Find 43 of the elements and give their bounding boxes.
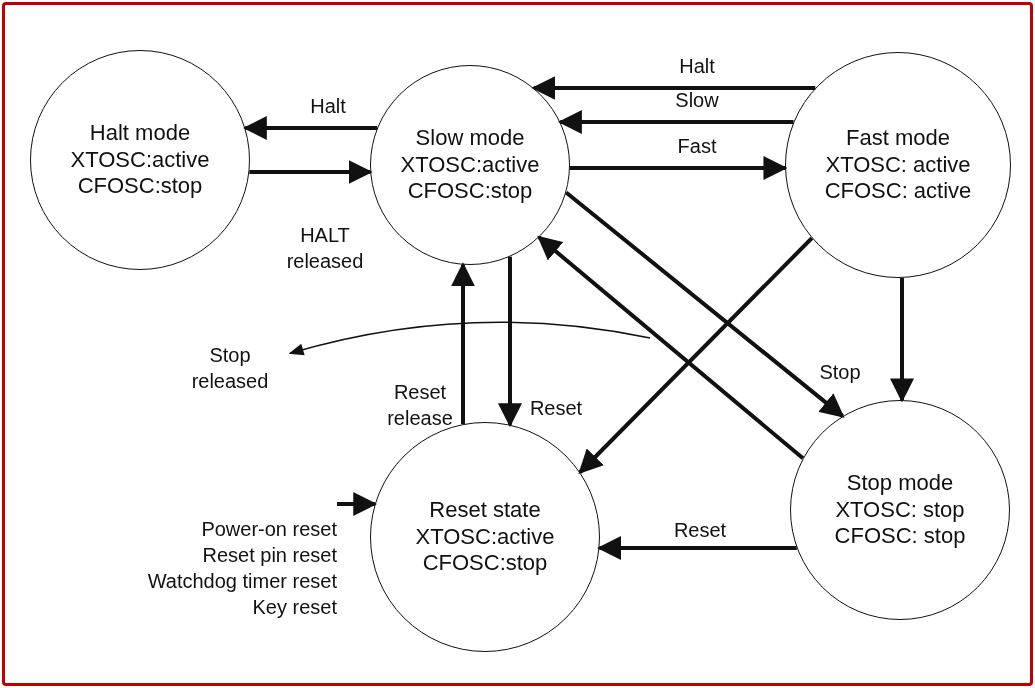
- arrow: [578, 236, 814, 474]
- state-text: CFOSC: stop: [834, 523, 966, 551]
- state-text: XTOSC: active: [825, 151, 971, 179]
- edge-label: Fast: [676, 134, 718, 159]
- arrow: [288, 321, 651, 356]
- state-text: Fast mode: [846, 124, 950, 152]
- arrow: [451, 262, 475, 425]
- arrow: [249, 160, 373, 184]
- reset-source-text: Watchdog timer reset: [146, 569, 337, 594]
- reset-source-text: Power-on reset: [200, 517, 337, 542]
- state-text: CFOSC: active: [824, 178, 972, 206]
- state-text: XTOSC: stop: [835, 496, 965, 524]
- edge-label: Reset release: [386, 380, 454, 431]
- condition-label: Stop released: [170, 342, 290, 400]
- edge-label: Stop: [818, 360, 862, 385]
- state-text: CFOSC:stop: [407, 178, 533, 206]
- arrow: [498, 256, 522, 428]
- state-text: Slow mode: [415, 124, 525, 152]
- arrow: [597, 536, 797, 560]
- state-text: XTOSC:active: [400, 151, 540, 179]
- state-text: CFOSC:stop: [422, 550, 548, 578]
- state-text: Halt mode: [89, 119, 191, 147]
- state-text: XTOSC:active: [415, 523, 555, 551]
- arrow: [564, 190, 845, 418]
- edge-label: Halt: [309, 94, 347, 119]
- state-text: Reset state: [429, 496, 541, 524]
- arrow: [569, 156, 788, 180]
- arrow: [537, 235, 805, 460]
- edge-label: HALT released: [285, 223, 365, 274]
- reset-source-text: Reset pin reset: [201, 543, 337, 568]
- arrow: [890, 277, 914, 403]
- arrow: [337, 492, 378, 516]
- state-text: Stop mode: [846, 469, 954, 497]
- edge-label: Reset: [528, 396, 584, 421]
- arrow: [557, 110, 794, 134]
- arrow: [242, 116, 378, 140]
- reset-source-text: Key reset: [251, 595, 337, 620]
- edge-label: Halt: [678, 54, 716, 79]
- edge-label: Slow: [674, 88, 720, 113]
- edge-label: Reset: [672, 518, 728, 543]
- arrow: [531, 76, 816, 100]
- state-text: XTOSC:active: [70, 146, 210, 174]
- state-text: CFOSC:stop: [77, 173, 203, 201]
